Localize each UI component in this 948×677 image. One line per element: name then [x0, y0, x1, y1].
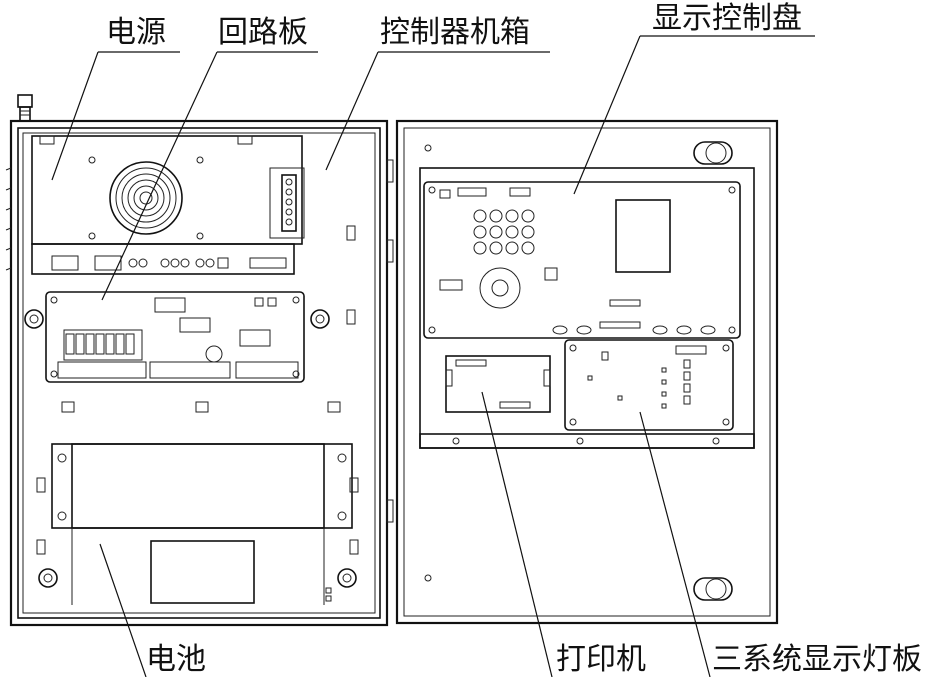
label-battery: 电池: [146, 642, 206, 677]
battery-bracket: [51, 443, 353, 605]
leader-lines: [51, 35, 815, 677]
label-loop-board: 回路板: [218, 15, 308, 50]
right-cabinet: [395, 119, 779, 625]
power-supply-unit: [31, 135, 303, 245]
label-three-system-light-board: 三系统显示灯板: [712, 642, 922, 677]
loop-board: [45, 291, 305, 383]
left-cabinet: [5, 94, 394, 627]
three-system-light-board: [564, 339, 734, 431]
label-display-control-panel: 显示控制盘: [652, 1, 802, 36]
display-control-board: [423, 181, 741, 339]
cable-gland: [17, 94, 33, 122]
terminal-block: [269, 167, 305, 239]
connector-strip: [31, 243, 295, 275]
label-controller-chassis: 控制器机箱: [380, 15, 530, 50]
printer: [445, 355, 551, 413]
label-printer: 打印机: [556, 642, 646, 677]
label-power-supply: 电源: [106, 15, 166, 50]
